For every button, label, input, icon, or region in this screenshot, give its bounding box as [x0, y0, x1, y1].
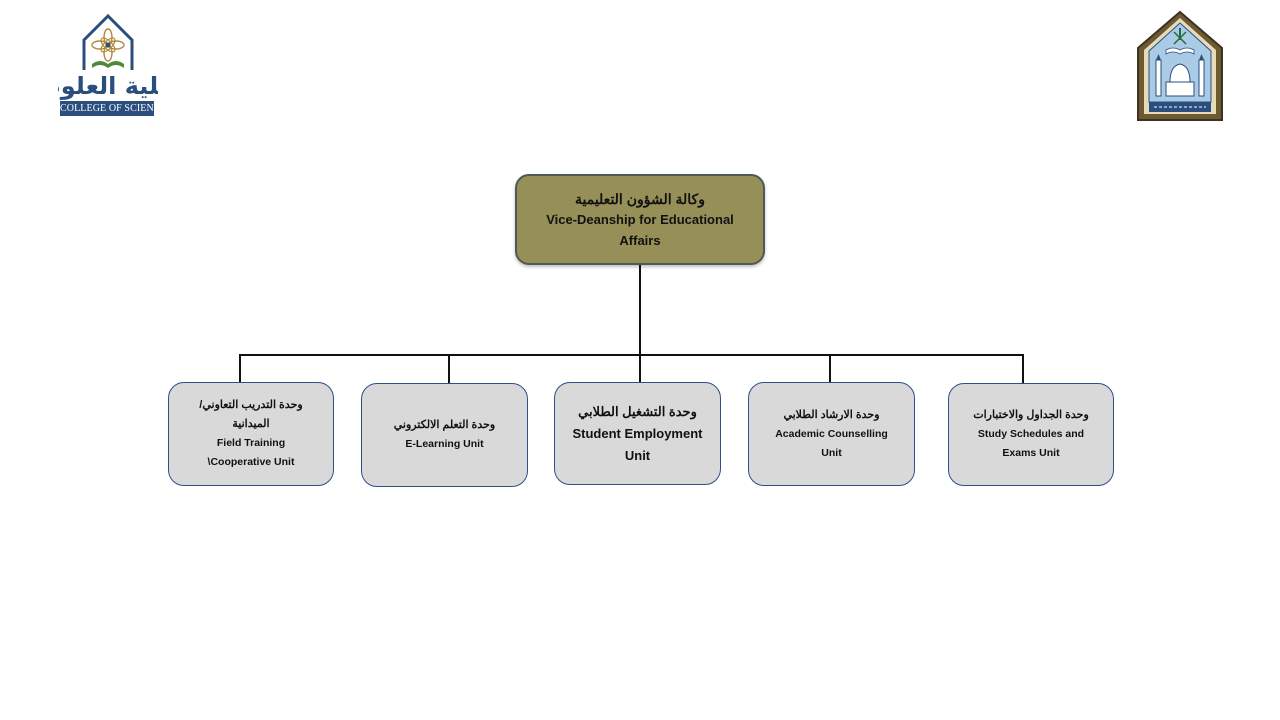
university-emblem-logo [1136, 10, 1224, 122]
unit-arabic-label: وحدة التدريب التعاوني/ [199, 399, 303, 411]
unit-english-label-line2: Unit [624, 447, 651, 463]
college-of-science-logo: كلية العلوم COLLEGE OF SCIENCE [58, 12, 158, 118]
unit-study-schedules-exams: وحدة الجداول والاختبارات Study Schedules… [948, 383, 1114, 486]
vice-deanship-english-label: Vice-Deanship for Educational Affairs [546, 211, 734, 248]
unit-english-label: Study Schedules and [977, 428, 1085, 440]
unit-english-label: Field Training [216, 437, 286, 449]
unit-elearning: وحدة التعلم الالكتروني E-Learning Unit [361, 383, 528, 487]
unit-arabic-label-line2: الميدانية [232, 418, 270, 430]
college-logo-arabic-text: كلية العلوم [58, 72, 158, 100]
unit-english-label-line2: \Cooperative Unit [207, 456, 295, 468]
unit-arabic-label: وحدة التشغيل الطلابي [578, 403, 697, 419]
unit-english-label: E-Learning Unit [405, 438, 484, 450]
unit-english-label-line2: Exams Unit [1002, 447, 1060, 459]
unit-arabic-label: وحدة الجداول والاختبارات [973, 409, 1089, 421]
college-logo-icon: كلية العلوم [58, 13, 158, 100]
unit-arabic-label: وحدة الارشاد الطلابي [783, 408, 880, 421]
unit-academic-counselling: وحدة الارشاد الطلابي Academic Counsellin… [748, 382, 915, 486]
unit-english-label: Academic Counselling [775, 427, 888, 440]
unit-student-employment: وحدة التشغيل الطلابي Student Employment … [554, 382, 721, 485]
vice-deanship-arabic-label: وكالة الشؤون التعليمية [575, 190, 705, 207]
university-emblem-icon [1137, 10, 1223, 121]
unit-english-label-line2: Unit [821, 446, 842, 459]
unit-field-training: وحدة التدريب التعاوني/ الميدانية Field T… [168, 382, 334, 486]
vice-deanship-node: وكالة الشؤون التعليمية Vice-Deanship for… [515, 174, 765, 265]
unit-arabic-label: وحدة التعلم الالكتروني [393, 419, 496, 431]
college-logo-english-text: COLLEGE OF SCIENCE [60, 101, 154, 116]
unit-english-label: Student Employment [572, 425, 703, 441]
